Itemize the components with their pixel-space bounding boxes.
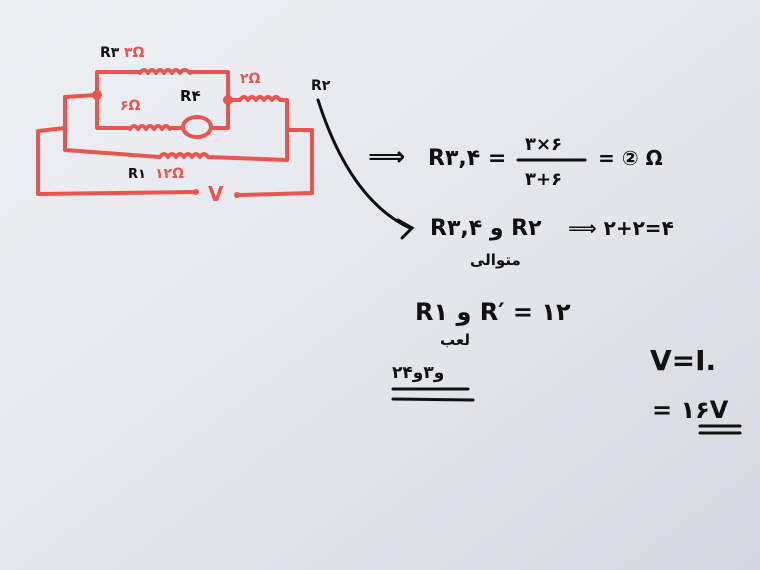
parallel-note: لعب xyxy=(440,331,470,349)
equation-1-result: = ② Ω xyxy=(598,146,663,170)
source-label: V xyxy=(208,182,224,206)
r4-wire xyxy=(95,93,230,130)
equation-1-lhs: R۳,۴ = xyxy=(428,146,506,171)
terminal-left xyxy=(193,189,199,195)
r3-value: ۳Ω xyxy=(124,45,145,61)
calculation-notes: ⟹ R۳,۴ = ۳×۶ ۳+۶ = ② Ω R۳,۴ و R۲ ⟹ ۲+۲=۴… xyxy=(316,98,742,435)
r2-label: R۲ xyxy=(311,78,331,94)
r2-value: ۲Ω xyxy=(240,71,261,87)
r3-wire xyxy=(95,70,230,102)
implies-arrow: ⟹ xyxy=(368,142,405,172)
r1-value: ۱۲Ω xyxy=(155,166,184,182)
r4-value: ۶Ω xyxy=(120,98,141,114)
series-note: متوالی xyxy=(470,251,521,269)
circuit-diagram: R۳ ۳Ω R۴ ۶Ω ۲Ω R۲ R۱ ۱۲Ω V xyxy=(36,45,331,206)
r4-resistor xyxy=(128,124,172,131)
lamp-symbol xyxy=(181,115,213,139)
r3-label: R۳ xyxy=(100,45,120,61)
equation-4: ۲و۳و۴ xyxy=(392,363,444,383)
ohm-result: = ۱۶V xyxy=(652,396,729,424)
r1-resistor xyxy=(63,93,289,162)
equation-1-numerator: ۳×۶ xyxy=(525,134,562,155)
ohm-law: V=I. xyxy=(650,344,716,377)
r3-resistor xyxy=(138,68,192,75)
curved-arrow xyxy=(316,98,415,240)
equation-2-lhs: R۳,۴ و R۲ xyxy=(430,216,542,241)
double-underline-2 xyxy=(698,424,742,435)
source-wire xyxy=(36,126,314,197)
r4-label: R۴ xyxy=(180,87,201,105)
equation-3: R۱ و R′ = ۱۲ xyxy=(415,298,571,326)
equation-1-denominator: ۳+۶ xyxy=(525,169,562,190)
equation-2-rhs: ⟹ ۲+۲=۴ xyxy=(568,216,674,240)
r2-resistor xyxy=(226,95,289,162)
terminal-right xyxy=(234,192,240,198)
double-underline-1 xyxy=(391,387,475,402)
r1-label: R۱ xyxy=(128,167,146,182)
